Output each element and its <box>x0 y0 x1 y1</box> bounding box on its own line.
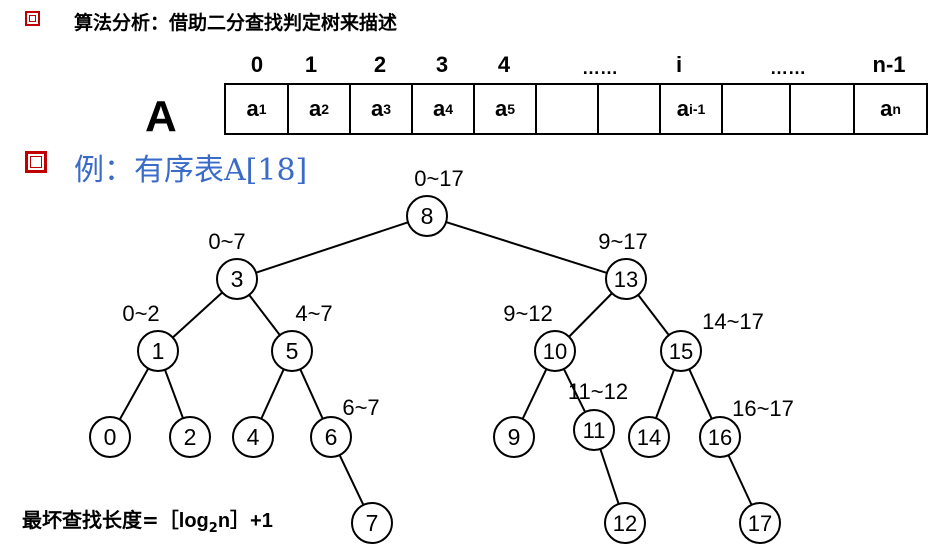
tree-node <box>169 416 211 458</box>
tree-edge <box>338 454 365 506</box>
tree-edge <box>521 368 548 420</box>
tree-edge <box>172 291 223 339</box>
tree-node-label: 7 <box>366 510 379 536</box>
tree-node <box>406 195 448 237</box>
tree-node <box>739 502 781 544</box>
tree-node-label: 4 <box>247 424 260 450</box>
tree-node-label: 13 <box>614 267 638 292</box>
bullet-icon <box>25 11 40 26</box>
tree-node-label: 8 <box>421 203 434 229</box>
tree-edge <box>562 368 587 413</box>
tree-node-label: 17 <box>748 511 772 536</box>
tree-node <box>660 330 702 372</box>
tree-node-label: 2 <box>184 424 197 450</box>
tree-edge <box>299 368 324 420</box>
tree-node <box>310 416 352 458</box>
tree-node <box>89 416 131 458</box>
tree-node <box>534 330 576 372</box>
range-label: 4~7 <box>295 301 332 326</box>
tree-node <box>232 416 274 458</box>
array-index: i <box>675 52 683 77</box>
tree-node <box>493 416 535 458</box>
array-index: n-1 <box>872 52 906 77</box>
tree-edge <box>568 292 613 338</box>
tree-node-label: 0 <box>104 424 117 450</box>
tree-edge <box>248 294 281 336</box>
tree-edge <box>599 448 620 505</box>
tree-edge <box>445 221 608 274</box>
tree-edge <box>260 368 285 420</box>
tree-node <box>604 502 646 544</box>
tree-node <box>137 330 179 372</box>
range-label: 9~12 <box>503 301 553 326</box>
array-index: 0 <box>250 52 264 77</box>
array-index: 1 <box>304 52 318 77</box>
tree-edge <box>164 369 184 419</box>
tree-edge <box>688 368 713 420</box>
tree-node-label: 5 <box>286 338 299 364</box>
array-index: …… <box>770 58 806 78</box>
range-label: 11~12 <box>568 379 628 404</box>
array-cell <box>791 85 855 133</box>
tree-node <box>628 416 670 458</box>
array-cell <box>537 85 599 133</box>
range-label: 9~17 <box>598 229 648 254</box>
range-label: 16~17 <box>732 396 794 421</box>
array-cell <box>723 85 791 133</box>
array-index: 4 <box>497 52 511 77</box>
tree-edge <box>637 294 670 336</box>
tree-node <box>605 258 647 300</box>
range-label: 0~7 <box>208 229 245 254</box>
array-cell <box>599 85 661 133</box>
range-label: 0~17 <box>414 166 464 191</box>
array-index: 3 <box>435 52 449 77</box>
tree-node <box>216 258 258 300</box>
example-heading: 例：有序表A[18] <box>74 153 308 188</box>
tree-node-label: 16 <box>708 425 732 450</box>
tree-node-label: 1 <box>152 338 165 364</box>
analysis-heading: 算法分析：借助二分查找判定树来描述 <box>74 12 398 34</box>
tree-edge <box>655 369 675 419</box>
tree-node-label: 15 <box>669 339 693 364</box>
tree-node-label: 10 <box>543 339 567 364</box>
tree-node-label: 12 <box>613 511 637 536</box>
tree-node-label: 6 <box>325 424 338 450</box>
tree-node-label: 9 <box>508 424 521 450</box>
range-label: 0~2 <box>122 301 159 326</box>
tree-node-label: 3 <box>231 266 244 292</box>
tree-node <box>699 416 741 458</box>
tree-edge <box>255 221 409 274</box>
tree-node <box>271 330 313 372</box>
tree-edge <box>118 367 150 421</box>
tree-node <box>351 502 393 544</box>
tree-node <box>573 409 615 451</box>
range-label: 6~7 <box>342 395 379 420</box>
tree-edge <box>727 454 753 506</box>
worst-case-formula: 最坏查找长度=［log2n］+1 <box>22 508 273 536</box>
array-name: A <box>145 92 177 141</box>
bullet-icon <box>25 151 47 173</box>
array-index: 2 <box>373 52 387 77</box>
tree-node-label: 14 <box>637 425 661 450</box>
array-index: …… <box>582 58 618 78</box>
tree-node-label: 11 <box>583 418 606 443</box>
range-label: 14~17 <box>702 309 764 334</box>
